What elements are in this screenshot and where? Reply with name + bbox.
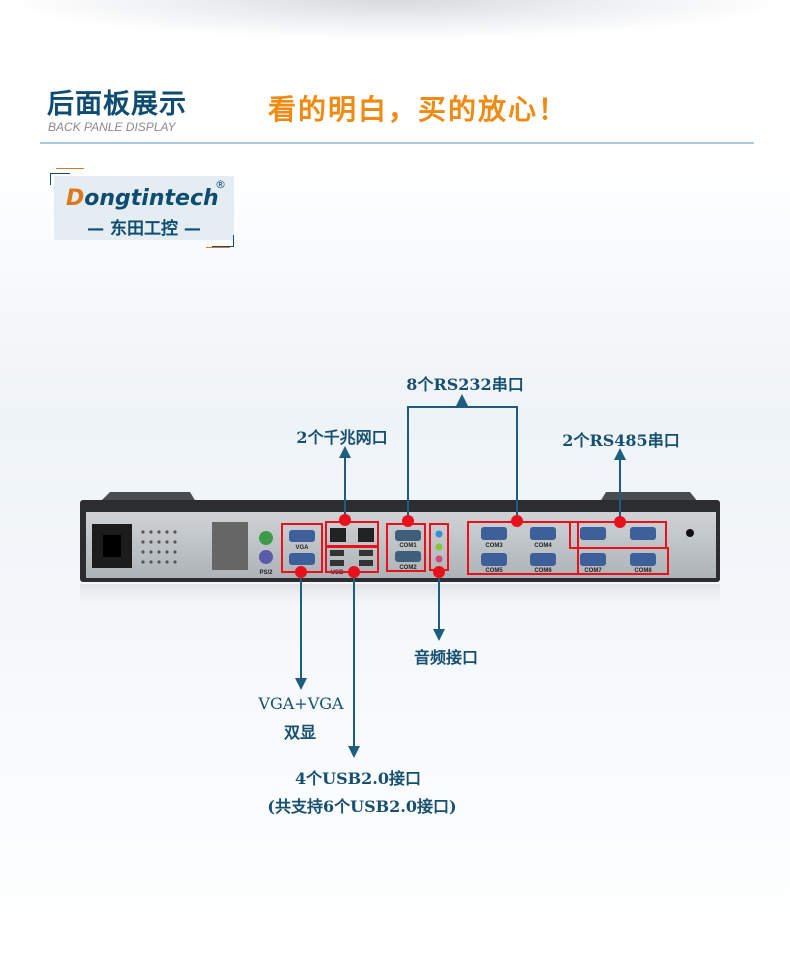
audio-jack [435,543,443,551]
com-label: COM2 [399,565,417,571]
com-label: COM8 [634,568,652,574]
com-port [395,530,421,541]
arrow-up-icon [339,446,351,458]
logo-brand-cn: — 东田工控 — [87,219,201,239]
callout-audio: 音频接口 [413,648,479,667]
logo-corner [56,168,84,169]
logo-corner [212,235,234,247]
audio-jack [435,530,443,538]
audio-jack [435,555,443,563]
callout-usb: 4个USB2.0接口 [294,769,422,788]
usb-port [359,550,373,556]
callout-rs232: 8个RS232串口 [406,375,524,394]
logo-brand-en: Dongtintech [66,186,219,211]
slogan: 看的明白，买的放心！ [268,93,569,126]
usb-port [330,550,344,556]
logo-corner [206,247,230,248]
lan-port [358,528,374,542]
arrow-down-icon [348,746,360,758]
logo-registered: ® [215,178,226,191]
arrow-down-icon [295,678,307,690]
ps2-label: PS/2 [259,570,273,576]
arrow-up-icon [456,394,468,406]
highlight-boxes [281,521,669,575]
com-label: COM6 [534,568,552,574]
callout-usb-total: (共支持6个USB2.0接口) [267,797,457,816]
dc-jack [686,529,694,537]
com-label: COM7 [584,568,602,574]
vga-port [289,530,315,542]
ps2-port [259,550,273,564]
vga-label: VGA [295,545,309,551]
com-ports [481,527,656,566]
com-label: COM4 [534,543,552,549]
ps2-port [259,531,273,545]
com-label: COM3 [485,543,503,549]
com-port [395,551,421,562]
usb-port [359,560,373,566]
divider [40,142,754,144]
callout-vga: VGA+VGA [258,694,344,713]
top-shadow [0,0,790,40]
logo-corner [50,173,70,185]
vent-grille [212,522,248,570]
com-label: COM1 [399,543,417,549]
callout-rs485: 2个RS485串口 [562,431,680,450]
callout-lines [300,402,621,748]
section-subtitle: BACK PANLE DISPLAY [48,120,176,134]
arrow-down-icon [433,629,445,641]
lan-port [330,528,346,542]
usb-port [330,560,344,566]
arrow-up-icon [614,448,626,460]
vga-port [289,553,315,565]
callout-vga-dual: 双显 [283,723,317,742]
com-label: COM5 [485,568,503,574]
marker-dots [295,514,626,578]
chassis [80,492,720,614]
brand-logo: Dongtintech ® — 东田工控 — [54,176,234,240]
vent-holes [141,530,177,564]
callout-lan: 2个千兆网口 [296,428,388,447]
arrowheads [295,394,626,758]
section-title: 后面板展示 [47,89,187,120]
